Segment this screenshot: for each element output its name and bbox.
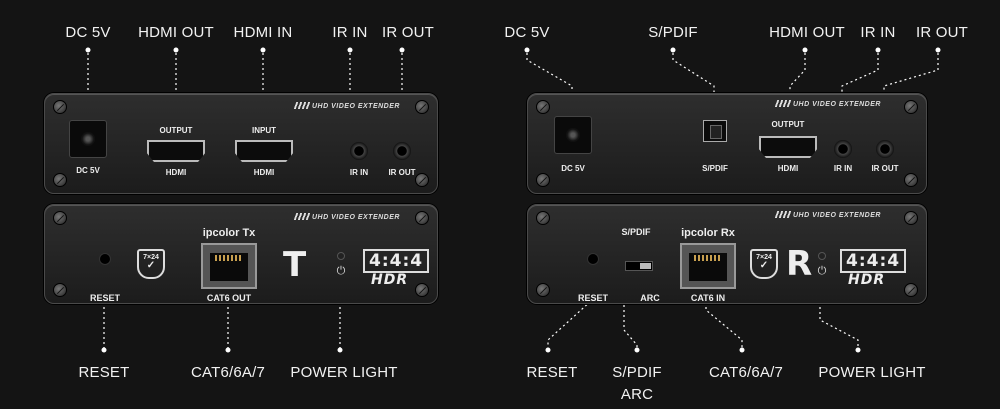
callout-rx-ir-in: IR IN bbox=[860, 24, 896, 41]
callout-rx-cat: CAT6/6A/7 bbox=[708, 364, 784, 381]
callout-tx-power: POWER LIGHT bbox=[290, 364, 398, 381]
tx-front-panel: UHD VIDEO EXTENDER DC 5V OUTPUT HDMI INP… bbox=[44, 93, 438, 194]
screw-icon bbox=[536, 211, 550, 225]
cat-label: CAT6 OUT bbox=[206, 293, 252, 303]
screw-icon bbox=[53, 211, 67, 225]
screw-icon bbox=[53, 283, 67, 297]
tx-back-panel: UHD VIDEO EXTENDER RESET 7×24✓ ipcolor T… bbox=[44, 204, 438, 304]
screw-icon bbox=[904, 283, 918, 297]
hdmi-output-port bbox=[147, 140, 205, 162]
rx-back-panel: UHD VIDEO EXTENDER RESET S/PDIF ARC ipco… bbox=[527, 204, 927, 304]
ir-out-label: IR OUT bbox=[871, 164, 899, 173]
spdif-optical-port bbox=[703, 120, 727, 142]
rx-letter: R bbox=[786, 244, 813, 284]
callout-rx-spdif: S/PDIF bbox=[648, 24, 698, 41]
dc-port-label: DC 5V bbox=[76, 166, 100, 175]
chroma-badge: 4:4:4 bbox=[363, 249, 430, 273]
switch-label-arc: ARC bbox=[640, 293, 660, 303]
brand-tag: UHD VIDEO EXTENDER bbox=[293, 102, 400, 110]
brand-tag: UHD VIDEO EXTENDER bbox=[293, 213, 400, 221]
callout-rx-arc: ARC bbox=[620, 386, 654, 403]
hdmi-label: HDMI bbox=[777, 164, 799, 173]
brand-tag: UHD VIDEO EXTENDER bbox=[774, 211, 881, 219]
badge-724-icon: 7×24✓ bbox=[750, 249, 778, 279]
callout-rx-spdif: S/PDIF bbox=[612, 364, 662, 381]
power-led bbox=[337, 252, 345, 260]
badge-724-icon: 7×24✓ bbox=[137, 249, 165, 279]
callout-rx-ir-out: IR OUT bbox=[915, 24, 969, 41]
hdmi-label: HDMI bbox=[165, 168, 187, 177]
callout-tx-reset: RESET bbox=[78, 364, 130, 381]
screw-icon bbox=[536, 173, 550, 187]
input-label: INPUT bbox=[252, 126, 276, 135]
rj45-port bbox=[201, 243, 257, 289]
power-icon: ⏻ bbox=[336, 265, 346, 277]
ir-in-label: IR IN bbox=[349, 168, 369, 177]
rx-front-panel: UHD VIDEO EXTENDER DC 5V S/PDIF OUTPUT H… bbox=[527, 93, 927, 194]
screw-icon bbox=[536, 100, 550, 114]
spdif-arc-switch[interactable] bbox=[625, 261, 653, 271]
screw-icon bbox=[904, 173, 918, 187]
dc-port-label: DC 5V bbox=[561, 164, 585, 173]
screw-icon bbox=[53, 173, 67, 187]
screw-icon bbox=[415, 100, 429, 114]
power-icon: ⏻ bbox=[817, 265, 827, 277]
ir-in-label: IR IN bbox=[833, 164, 853, 173]
callout-tx-dc: DC 5V bbox=[65, 24, 111, 41]
screw-icon bbox=[53, 100, 67, 114]
chroma-badge: 4:4:4 bbox=[840, 249, 907, 273]
brand-name: ipcolor Rx bbox=[681, 227, 735, 239]
callout-rx-hdmi-out: HDMI OUT bbox=[769, 24, 845, 41]
output-label: OUTPUT bbox=[159, 126, 193, 135]
hdmi-output-port bbox=[759, 136, 817, 158]
hdmi-label: HDMI bbox=[253, 168, 275, 177]
reset-button[interactable] bbox=[587, 253, 599, 265]
callout-rx-reset: RESET bbox=[526, 364, 578, 381]
callout-tx-ir-in: IR IN bbox=[332, 24, 368, 41]
screw-icon bbox=[415, 211, 429, 225]
output-label: OUTPUT bbox=[771, 120, 805, 129]
ir-out-jack bbox=[876, 140, 894, 158]
callout-tx-hdmi-in: HDMI IN bbox=[233, 24, 293, 41]
reset-label: RESET bbox=[89, 293, 121, 303]
hdr-logo: HDR bbox=[371, 272, 409, 288]
power-led bbox=[818, 252, 826, 260]
rj45-port bbox=[680, 243, 736, 289]
reset-button[interactable] bbox=[99, 253, 111, 265]
switch-label-spdif: S/PDIF bbox=[621, 227, 651, 237]
screw-icon bbox=[904, 100, 918, 114]
reset-label: RESET bbox=[577, 293, 609, 303]
ir-out-jack bbox=[393, 142, 411, 160]
ir-in-jack bbox=[350, 142, 368, 160]
callout-tx-cat: CAT6/6A/7 bbox=[190, 364, 266, 381]
cat-label: CAT6 IN bbox=[690, 293, 726, 303]
screw-icon bbox=[904, 211, 918, 225]
dc-power-port bbox=[69, 120, 107, 158]
callout-tx-ir-out: IR OUT bbox=[381, 24, 435, 41]
screw-icon bbox=[415, 173, 429, 187]
brand-name: ipcolor Tx bbox=[202, 227, 256, 239]
screw-icon bbox=[415, 283, 429, 297]
hdmi-input-port bbox=[235, 140, 293, 162]
callout-tx-hdmi-out: HDMI OUT bbox=[138, 24, 214, 41]
tx-letter: T bbox=[283, 245, 307, 285]
brand-tag: UHD VIDEO EXTENDER bbox=[774, 100, 881, 108]
ir-in-jack bbox=[834, 140, 852, 158]
dc-power-port bbox=[554, 116, 592, 154]
hdr-logo: HDR bbox=[848, 272, 886, 288]
spdif-label: S/PDIF bbox=[702, 164, 728, 173]
callout-rx-power: POWER LIGHT bbox=[818, 364, 926, 381]
ir-out-label: IR OUT bbox=[388, 168, 416, 177]
screw-icon bbox=[536, 283, 550, 297]
callout-rx-dc: DC 5V bbox=[504, 24, 550, 41]
